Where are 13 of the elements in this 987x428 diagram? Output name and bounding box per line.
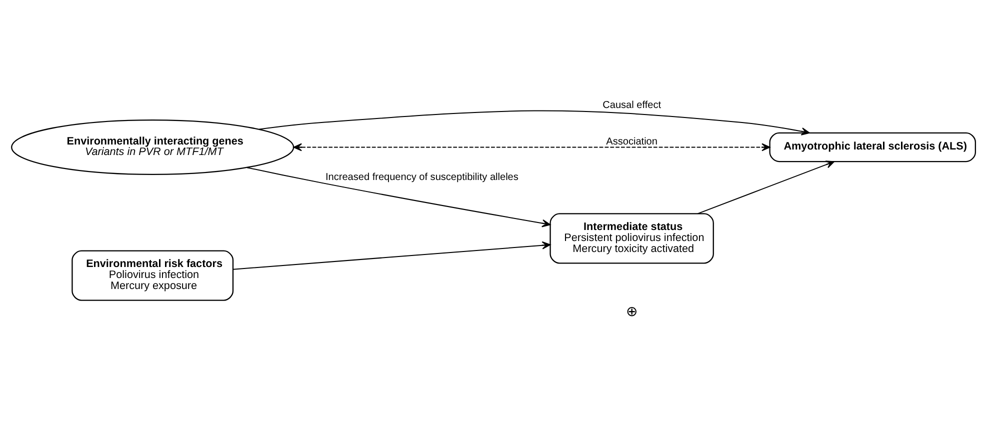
node-ellipse: Environmentally interacting genes Variants in PVR or MTF1/MT [11, 118, 294, 175]
label: ⊕ [626, 302, 638, 319]
arrow [246, 166, 551, 227]
edge-label: Association [606, 136, 658, 147]
arrow [293, 142, 770, 151]
arrow [233, 240, 551, 270]
node-box: Environmental risk factors Poliovirus infection Mercury exposure [72, 250, 234, 300]
node-box: Intermediate status Persistent poliovirus infection Mercury toxicity activated [550, 212, 714, 264]
edge-label: Causal effect [602, 100, 662, 111]
node-box: Amyotrophic lateral sclerosis (ALS) [769, 132, 976, 162]
edge-label: Increased frequency of susceptibility alleles [325, 172, 518, 183]
arrow [259, 110, 810, 135]
arrow [697, 160, 835, 214]
